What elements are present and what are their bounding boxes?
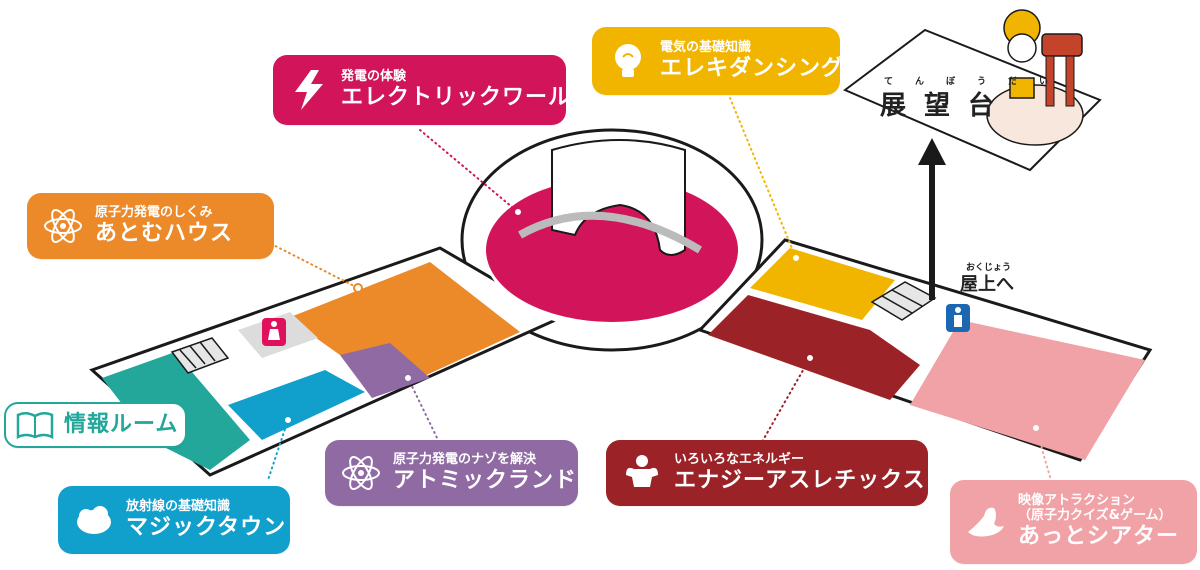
atto-theater-subtitle: 映像アトラクション — [1018, 493, 1136, 509]
restroom-right-figure-head — [955, 307, 961, 313]
magic-town-subtitle: 放射線の基礎知識 — [126, 498, 231, 514]
leader-lines — [239, 97, 1053, 485]
energy-athletics-area[interactable] — [708, 295, 920, 400]
electric-world-arc — [518, 211, 703, 254]
atomic-land-subtitle: 原子力発電のナゾを解決 — [393, 451, 537, 467]
eleki-dancing-area[interactable] — [750, 248, 895, 320]
eleki-dancing-title: エレキダンシング — [660, 55, 845, 81]
atom-house-subtitle: 原子力発電のしくみ — [95, 204, 213, 220]
muscle-icon — [620, 451, 664, 495]
book-icon — [16, 410, 54, 440]
info-room-title: 情報ルーム — [64, 412, 179, 438]
cloud-icon — [72, 498, 116, 542]
electric-world-label[interactable]: 発電の体験 エレクトリックワールド — [273, 55, 593, 125]
observatory-mascot — [1003, 9, 1083, 107]
atomic-land-title: アトミックランド — [393, 467, 578, 493]
atto-theater-label[interactable]: 映像アトラクション （原子力クイズ&ゲーム） あっとシアター — [950, 480, 1197, 564]
eleki-dancing-label[interactable]: 電気の基礎知識 エレキダンシング — [592, 27, 843, 95]
staircase-left — [170, 337, 230, 374]
observatory-title[interactable]: 展望台 — [880, 91, 1013, 121]
rooftop-arrow-head — [918, 138, 946, 165]
atto-theater-area[interactable] — [910, 320, 1145, 460]
atom-icon — [339, 451, 383, 495]
atom-house-area[interactable] — [288, 262, 520, 378]
leader-dots — [283, 207, 1041, 433]
staircase-right — [870, 281, 937, 321]
magic-town-label[interactable]: 放射線の基礎知識 マジックタウン — [58, 486, 290, 554]
observatory-disc — [986, 84, 1084, 146]
magic-town-area[interactable] — [228, 370, 365, 440]
energy-athletics-title: エナジーアスレチックス — [674, 467, 926, 493]
atom-house-title: あとむハウス — [95, 220, 234, 246]
rooftop-label[interactable]: 屋上へ — [960, 274, 1014, 295]
atom-house-label[interactable]: 原子力発電のしくみ あとむハウス — [27, 193, 274, 259]
atto-theater-subtitle-2: （原子力クイズ&ゲーム） — [1018, 508, 1172, 524]
magic-town-title: マジックタウン — [126, 514, 287, 540]
energy-athletics-label[interactable]: いろいろなエネルギー エナジーアスレチックス — [606, 440, 928, 506]
atto-theater-title: あっとシアター — [1018, 524, 1180, 550]
rooftop-furigana: おくじょう — [966, 263, 1012, 273]
seal-icon — [964, 500, 1008, 544]
atom-icon — [41, 204, 85, 248]
electric-world-title: エレクトリックワールド — [341, 84, 595, 110]
restroom-left-figure-head — [271, 321, 277, 327]
lightbulb-icon — [606, 39, 650, 83]
atomic-land-area[interactable] — [340, 343, 430, 398]
observatory-furigana: てんぼうだい — [884, 77, 1071, 87]
energy-athletics-subtitle: いろいろなエネルギー — [674, 451, 805, 467]
restroom-right-figure-body — [954, 315, 962, 327]
electric-world-subtitle: 発電の体験 — [341, 68, 407, 84]
atomic-land-label[interactable]: 原子力発電のナゾを解決 アトミックランド — [325, 440, 578, 506]
eleki-dancing-subtitle: 電気の基礎知識 — [660, 39, 752, 55]
restroom-left-figure-body — [268, 329, 280, 340]
electric-world-structure — [551, 139, 686, 256]
lightning-icon — [287, 68, 331, 112]
info-room-label[interactable]: 情報ルーム — [4, 402, 187, 448]
